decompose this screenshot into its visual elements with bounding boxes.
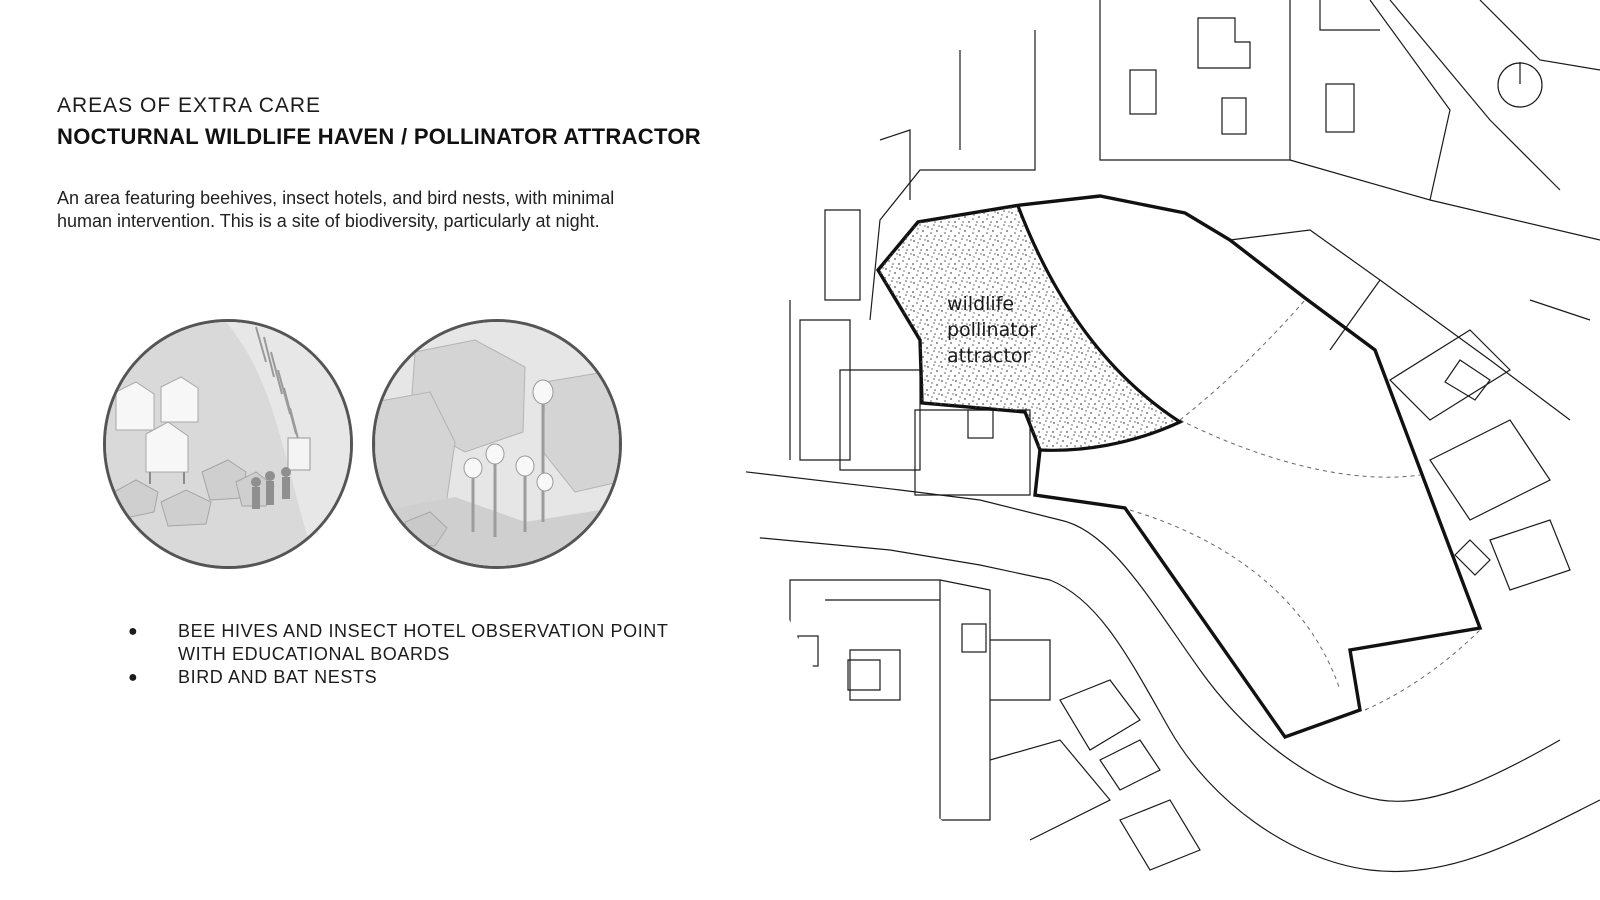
bullet-marker: ● xyxy=(128,669,139,686)
sightlines xyxy=(1129,299,1483,711)
area-description: An area featuring beehives, insect hotel… xyxy=(57,188,615,231)
feature-text: BEE HIVES AND INSECT HOTEL OBSERVATION P… xyxy=(178,621,669,664)
zone-label: wildlife pollinator attractor xyxy=(947,293,1043,367)
feature-list: ● BEE HIVES AND INSECT HOTEL OBSERVATION… xyxy=(124,620,684,689)
feature-item: ● BIRD AND BAT NESTS xyxy=(124,666,684,689)
page-title: NOCTURNAL WILDLIFE HAVEN / POLLINATOR AT… xyxy=(57,124,701,149)
feature-item: ● BEE HIVES AND INSECT HOTEL OBSERVATION… xyxy=(124,620,684,666)
beehives-render xyxy=(106,322,350,566)
site-plan-map: wildlife pollinator attractor xyxy=(740,0,1600,881)
nests-vignette xyxy=(372,319,622,569)
feature-text: BIRD AND BAT NESTS xyxy=(178,667,378,687)
section-eyebrow: AREAS OF EXTRA CARE xyxy=(57,94,322,117)
zone-label-line: pollinator xyxy=(947,319,1037,341)
context-linework xyxy=(740,0,1600,881)
zone-label-line: wildlife xyxy=(947,293,1014,315)
beehives-vignette xyxy=(103,319,353,569)
pollinator-zone-fill xyxy=(878,206,1180,451)
pollinator-zone-edge xyxy=(1016,205,1184,452)
nests-render xyxy=(375,322,619,566)
zone-label-line: attractor xyxy=(947,345,1031,367)
bullet-marker: ● xyxy=(128,623,139,640)
